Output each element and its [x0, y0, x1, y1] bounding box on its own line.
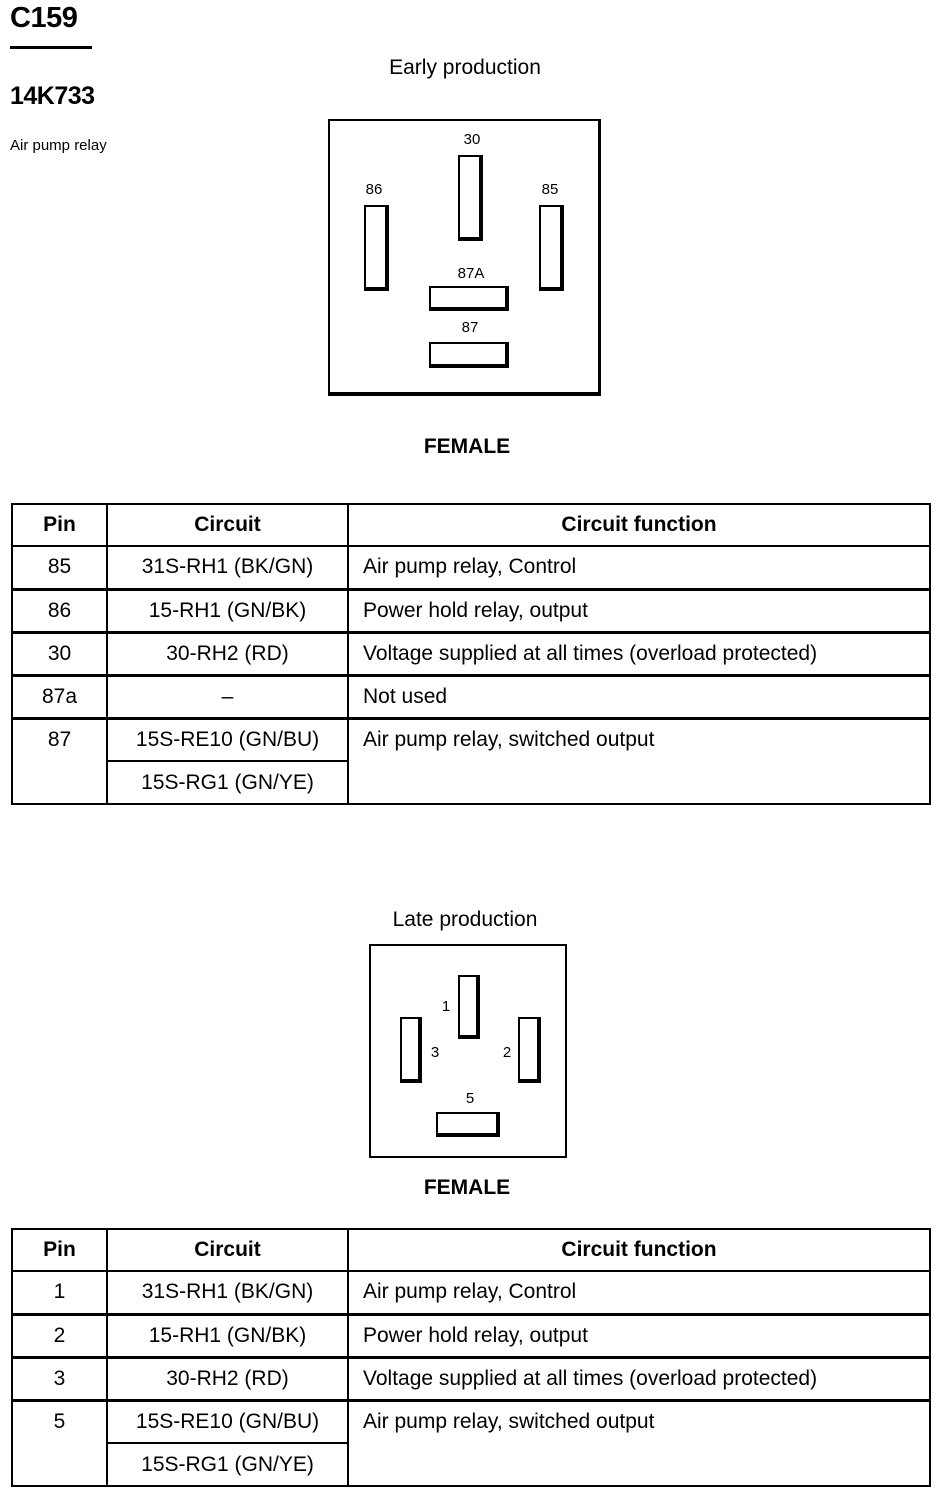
table-row: 30 30-RH2 (RD) Voltage supplied at all t…: [11, 631, 931, 677]
column-header-circuit-function: Circuit function: [347, 1228, 931, 1272]
circuit-cell: 31S-RH1 (BK/GN): [106, 545, 349, 591]
table-row: 15S-RG1 (GN/YE): [12, 1442, 930, 1487]
table-header-row: Pin Circuit Circuit function: [11, 503, 931, 547]
pin-cell: 5: [11, 1399, 108, 1487]
pin-cell: 30: [11, 631, 108, 677]
pin-label-87a: 87A: [457, 265, 485, 282]
late-gender-label: FEMALE: [423, 1176, 511, 1199]
early-connector-face: 30 86 85 87A 87: [328, 119, 601, 396]
early-gender-label: FEMALE: [423, 435, 511, 458]
column-header-circuit: Circuit: [106, 503, 349, 547]
connector-id-underline: [10, 46, 92, 49]
table-row: 2 15-RH1 (GN/BK) Power hold relay, outpu…: [11, 1313, 931, 1359]
pin-cell: 87: [11, 717, 108, 805]
pin-cell: 2: [11, 1313, 108, 1359]
pin-85-terminal: [539, 205, 564, 291]
pin-5-terminal: [436, 1112, 500, 1137]
pin-cell: 1: [11, 1270, 108, 1316]
pin-cell: 86: [11, 588, 108, 634]
pin-label-86: 86: [365, 181, 383, 198]
table-row: 86 15-RH1 (GN/BK) Power hold relay, outp…: [11, 588, 931, 634]
circuit-cell: 15S-RG1 (GN/YE): [106, 1442, 349, 1487]
pin-86-terminal: [364, 205, 389, 291]
function-cell: Air pump relay, switched output: [347, 1399, 931, 1487]
table-row: 85 31S-RH1 (BK/GN) Air pump relay, Contr…: [11, 545, 931, 591]
circuit-cell: –: [106, 674, 349, 720]
pin-3-terminal: [400, 1017, 422, 1083]
table-header-row: Pin Circuit Circuit function: [11, 1228, 931, 1272]
function-cell: Air pump relay, Control: [347, 545, 931, 591]
table-row: 15S-RG1 (GN/YE): [12, 760, 930, 805]
pin-cell: 3: [11, 1356, 108, 1402]
table-row: 87 15S-RE10 (GN/BU) Air pump relay, swit…: [11, 717, 931, 805]
pin-label-3: 3: [430, 1044, 440, 1061]
column-header-pin: Pin: [11, 1228, 108, 1272]
circuit-cell: 15-RH1 (GN/BK): [106, 588, 349, 634]
part-description: Air pump relay: [10, 137, 107, 154]
connector-id: C159: [10, 2, 78, 34]
circuit-cell: 15S-RE10 (GN/BU): [106, 717, 349, 762]
column-header-circuit: Circuit: [106, 1228, 349, 1272]
pin-label-1: 1: [441, 998, 451, 1015]
late-pin-table: Pin Circuit Circuit function 1 31S-RH1 (…: [11, 1228, 931, 1487]
pin-2-terminal: [518, 1017, 541, 1083]
circuit-cell: 31S-RH1 (BK/GN): [106, 1270, 349, 1316]
late-view-title: Late production: [392, 908, 538, 931]
pin-87a-terminal: [429, 286, 509, 311]
pin-label-87: 87: [461, 319, 479, 336]
circuit-cell: 30-RH2 (RD): [106, 631, 349, 677]
circuit-cell: 15-RH1 (GN/BK): [106, 1313, 349, 1359]
column-header-pin: Pin: [11, 503, 108, 547]
table-row: 1 31S-RH1 (BK/GN) Air pump relay, Contro…: [11, 1270, 931, 1316]
table-row: 87a – Not used: [11, 674, 931, 720]
early-pin-table: Pin Circuit Circuit function 85 31S-RH1 …: [11, 503, 931, 805]
function-cell: Power hold relay, output: [347, 588, 931, 634]
pin-87-terminal: [429, 342, 509, 368]
pin-label-85: 85: [541, 181, 559, 198]
table-row: 3 30-RH2 (RD) Voltage supplied at all ti…: [11, 1356, 931, 1402]
pin-cell: 85: [11, 545, 108, 591]
pin-cell: 87a: [11, 674, 108, 720]
pin-label-30: 30: [463, 131, 481, 148]
table-row: 5 15S-RE10 (GN/BU) Air pump relay, switc…: [11, 1399, 931, 1487]
function-cell: Not used: [347, 674, 931, 720]
function-cell: Power hold relay, output: [347, 1313, 931, 1359]
circuit-cell: 30-RH2 (RD): [106, 1356, 349, 1402]
early-view-title: Early production: [389, 56, 541, 79]
function-cell: Air pump relay, Control: [347, 1270, 931, 1316]
pin-label-5: 5: [465, 1090, 475, 1107]
pin-1-terminal: [458, 975, 480, 1039]
pin-label-2: 2: [502, 1044, 512, 1061]
circuit-cell: 15S-RE10 (GN/BU): [106, 1399, 349, 1444]
part-number: 14K733: [10, 82, 95, 110]
late-connector-face: 1 3 2 5: [369, 944, 567, 1158]
column-header-circuit-function: Circuit function: [347, 503, 931, 547]
function-cell: Voltage supplied at all times (overload …: [347, 1356, 931, 1402]
function-cell: Air pump relay, switched output: [347, 717, 931, 805]
circuit-cell: 15S-RG1 (GN/YE): [106, 760, 349, 805]
pin-30-terminal: [458, 155, 483, 241]
function-cell: Voltage supplied at all times (overload …: [347, 631, 931, 677]
